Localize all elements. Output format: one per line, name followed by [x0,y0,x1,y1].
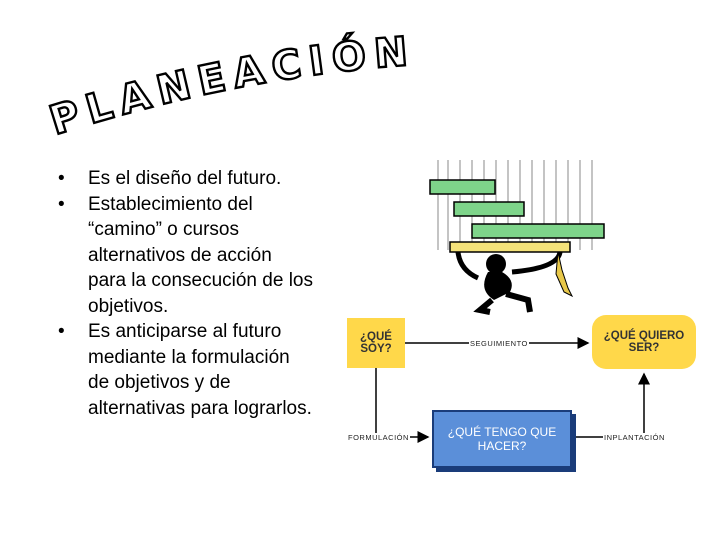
bullet-item: •Establecimiento del “camino” o cursos a… [58,193,313,317]
que-soy-box: ¿QUÉ SOY? [347,318,405,368]
gantt-bar [429,179,496,195]
que-quiero-ser-box: ¿QUÉ QUIERO SER? [592,315,696,369]
person-lifting-gantt-illustration [429,160,605,315]
que-tengo-que-hacer-box: ¿QUÉ TENGO QUE HACER? [432,410,572,468]
seguimiento-label: SEGUIMIENTO [469,339,529,348]
gantt-bar [453,201,525,217]
bullet-dot-icon: • [58,168,65,189]
bullet-dot-icon: • [58,321,65,342]
bullet-item: •Es anticiparse al futuro mediante la fo… [58,321,312,419]
bullet-list: •Es el diseño del futuro. •Establecimien… [58,166,358,421]
implantacion-label: INPLANTACIÓN [603,433,666,442]
gantt-bar [471,223,605,239]
bullet-dot-icon: • [58,193,65,215]
title-art: PLANEACIÓN [43,27,410,145]
formulacion-label: FORMULACIÓN [347,433,410,442]
bullet-item: •Es el diseño del futuro. [58,166,358,192]
